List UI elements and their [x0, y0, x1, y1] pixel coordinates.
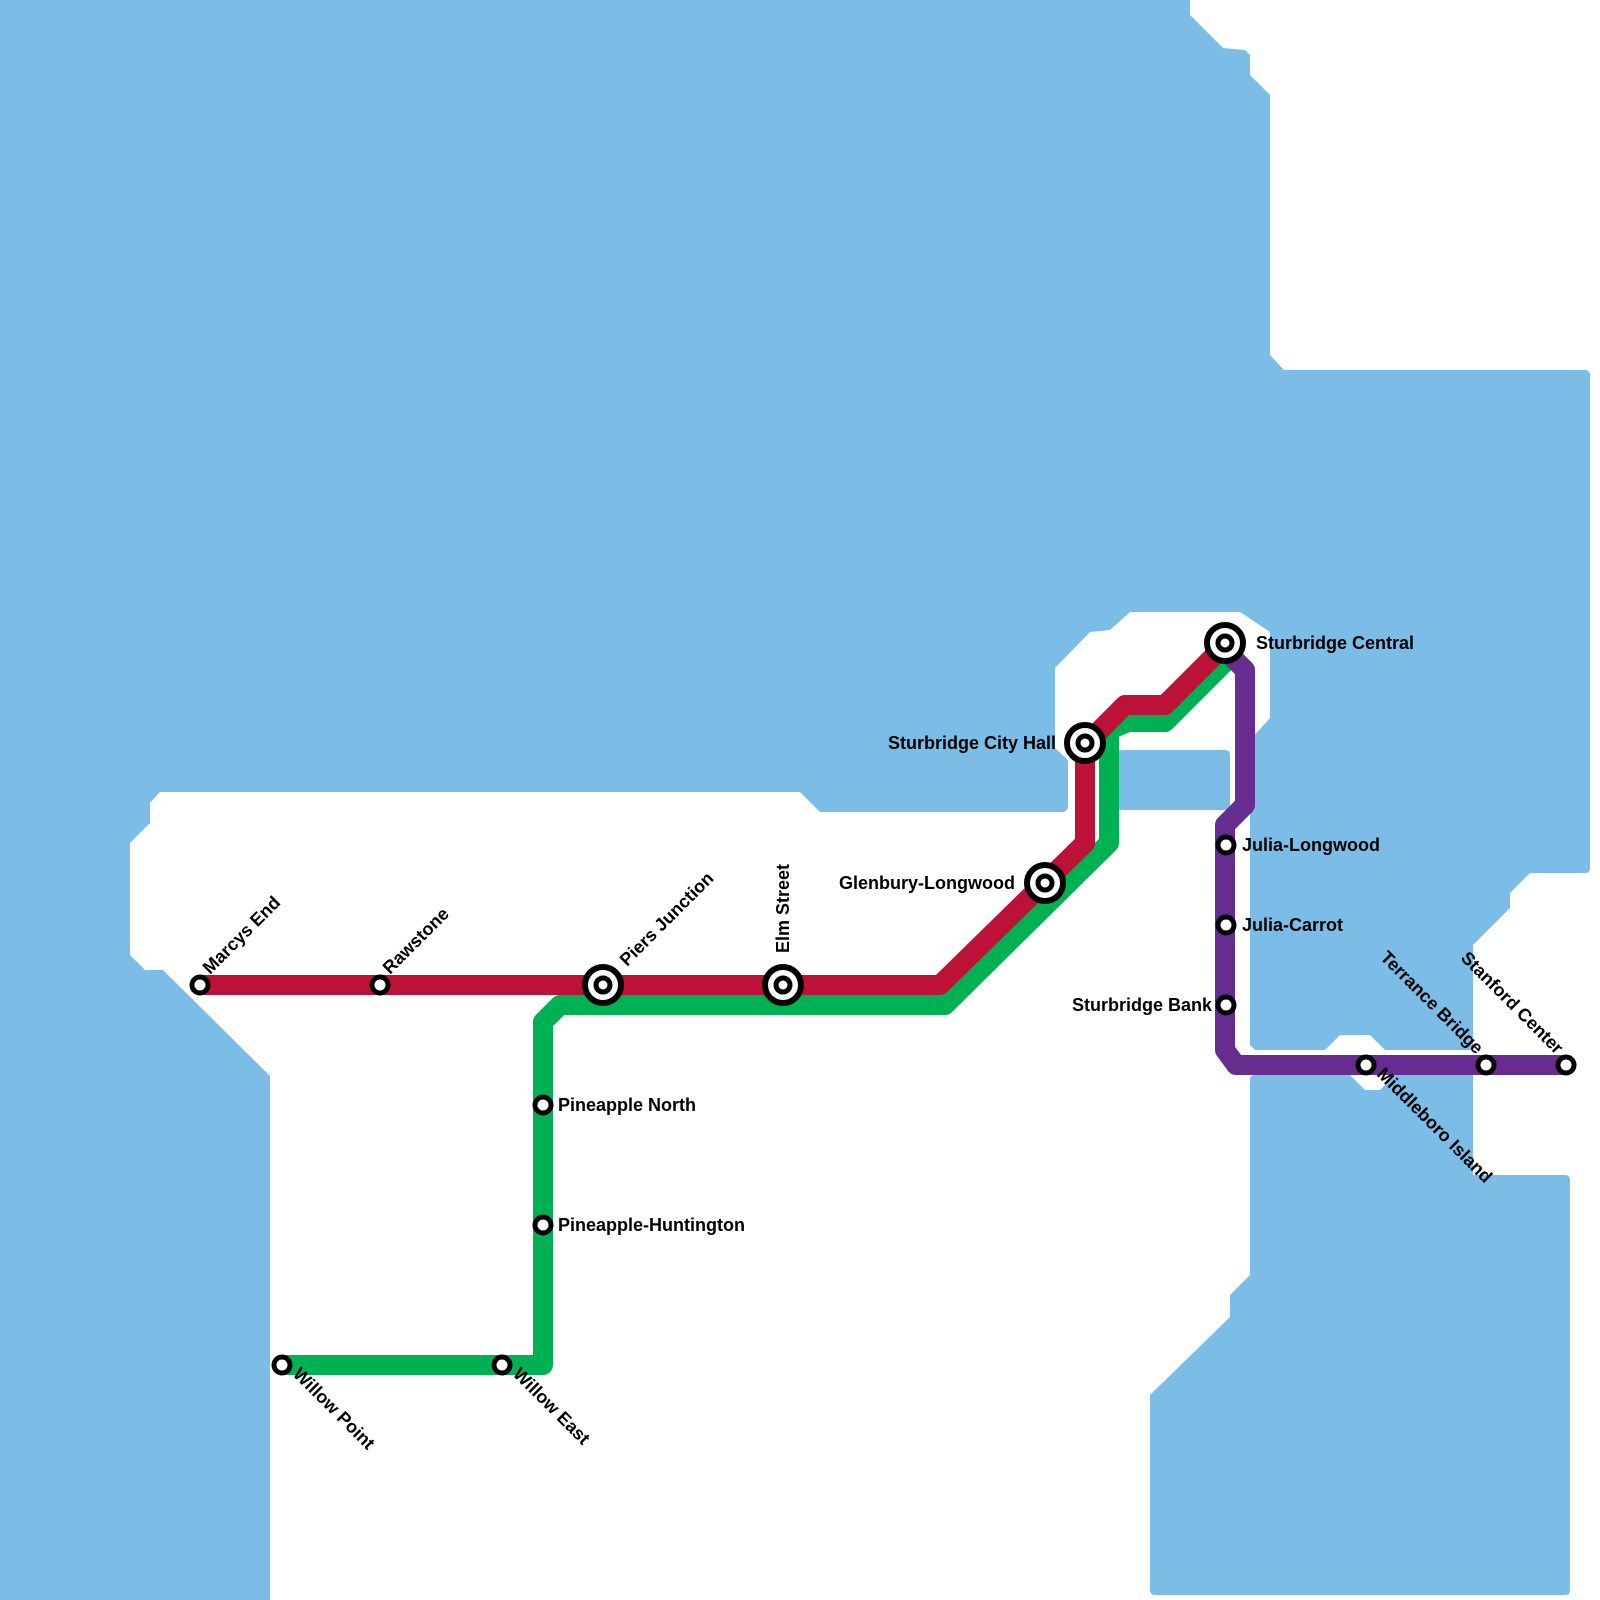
station-julia-carrot[interactable]: Julia-Carrot	[1215, 914, 1343, 936]
station-label: Julia-Longwood	[1242, 835, 1380, 855]
purple-line[interactable]	[1215, 645, 1575, 1075]
station-label: Sturbridge City Hall	[888, 733, 1056, 753]
station-label: Willow Point	[289, 1364, 379, 1454]
station-pineapple-north[interactable]: Pineapple North	[532, 1094, 696, 1116]
station-sturbridge-city-hall[interactable]: Sturbridge City Hall	[888, 722, 1106, 764]
water-southeast	[1150, 1075, 1570, 1595]
station-label: Elm Street	[773, 864, 793, 953]
station-julia-longwood[interactable]: Julia-Longwood	[1215, 834, 1380, 856]
station-label: Piers Junction	[616, 868, 718, 970]
station-label: Pineapple-Huntington	[558, 1215, 745, 1235]
water-inlet-rect	[1117, 750, 1230, 810]
station-label: Sturbridge Central	[1256, 633, 1414, 653]
station-label: Marcys End	[199, 892, 285, 978]
station-label: Pineapple North	[558, 1095, 696, 1115]
station-label: Sturbridge Bank	[1072, 995, 1213, 1015]
station-label: Glenbury-Longwood	[839, 873, 1015, 893]
station-label: Julia-Carrot	[1242, 915, 1343, 935]
station-label: Willow East	[509, 1364, 594, 1449]
station-glenbury-longwood[interactable]: Glenbury-Longwood	[839, 862, 1066, 904]
station-elm-street[interactable]: Elm Street	[762, 864, 804, 1006]
station-sturbridge-bank[interactable]: Sturbridge Bank	[1072, 994, 1237, 1016]
station-sturbridge-central[interactable]: Sturbridge Central	[1204, 622, 1414, 664]
station-label: Rawstone	[379, 904, 453, 978]
green-line[interactable]	[272, 652, 1235, 1375]
station-pineapple-huntington[interactable]: Pineapple-Huntington	[532, 1214, 745, 1236]
